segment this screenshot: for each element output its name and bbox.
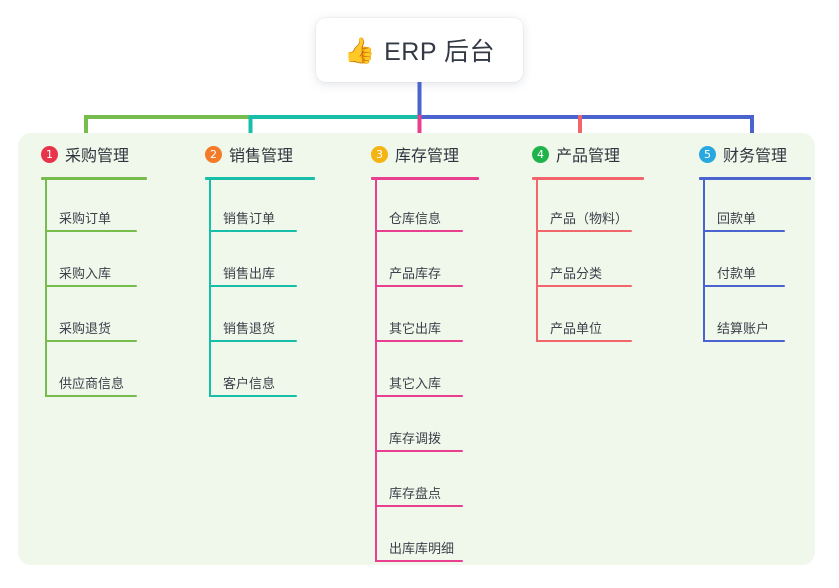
branch-header-5[interactable]: 5 财务管理	[699, 142, 787, 166]
branch-title: 产品管理	[556, 148, 621, 165]
branch-leaf-rule	[703, 230, 785, 232]
branch-leaf[interactable]: 客户信息	[209, 369, 297, 397]
branch-title: 财务管理	[723, 148, 788, 165]
branch-number-badge: 3	[371, 145, 388, 163]
branch-leaf-label: 产品（物料）	[550, 211, 629, 226]
branch-leaf-label: 库存调拨	[389, 431, 442, 446]
branch-leaf-label: 采购入库	[59, 266, 112, 281]
branch-spine	[703, 177, 705, 342]
branch-leaf[interactable]: 付款单	[703, 259, 785, 287]
branch-header-rule	[41, 177, 147, 180]
branch-leaf-label: 其它出库	[389, 321, 442, 336]
branch-leaf-label: 采购退货	[59, 321, 112, 336]
branch-column-2: 2 销售管理销售订单销售出库销售退货客户信息	[205, 133, 355, 565]
branch-spine	[375, 177, 377, 562]
branch-leaf-rule	[375, 450, 463, 452]
branch-leaf-rule	[45, 340, 137, 342]
branch-leaf-label: 销售出库	[223, 266, 276, 281]
branch-leaf-label: 供应商信息	[59, 376, 125, 391]
branch-leaf[interactable]: 其它入库	[375, 369, 463, 397]
branch-spine	[536, 177, 538, 342]
branch-leaf-rule	[209, 230, 297, 232]
root-node[interactable]: 👍 ERP 后台	[316, 18, 523, 82]
branch-leaf-rule	[536, 230, 632, 232]
branch-leaf[interactable]: 产品分类	[536, 259, 632, 287]
branch-leaf-rule	[375, 395, 463, 397]
branch-number-badge: 1	[41, 145, 58, 163]
branch-leaf-label: 客户信息	[223, 376, 276, 391]
branch-leaf-label: 仓库信息	[389, 211, 442, 226]
branch-leaf-rule	[45, 395, 137, 397]
branch-header-rule	[205, 177, 315, 180]
branch-column-4: 4 产品管理产品（物料） 产品分类产品单位	[532, 133, 684, 565]
branch-leaf-rule	[536, 285, 632, 287]
branch-leaf[interactable]: 产品单位	[536, 314, 632, 342]
branch-leaf[interactable]: 库存调拨	[375, 424, 463, 452]
branch-leaf[interactable]: 产品库存	[375, 259, 463, 287]
branch-title: 采购管理	[65, 148, 130, 165]
branch-leaf-label: 回款单	[717, 211, 757, 226]
branch-leaf-label: 销售退货	[223, 321, 276, 336]
branch-leaf-label: 销售订单	[223, 211, 276, 226]
branch-leaf[interactable]: 供应商信息	[45, 369, 137, 397]
branch-header-rule	[371, 177, 479, 180]
branch-spine	[45, 177, 47, 397]
diagram-panel	[18, 133, 815, 565]
branch-leaf-label: 出库库明细	[389, 541, 455, 556]
branch-header-3[interactable]: 3 库存管理	[371, 142, 459, 166]
root-node-label: ERP 后台	[384, 38, 496, 66]
branch-title: 库存管理	[395, 148, 460, 165]
branch-leaf-rule	[703, 340, 785, 342]
branch-leaf[interactable]: 销售退货	[209, 314, 297, 342]
branch-leaf-label: 结算账户	[717, 321, 770, 336]
branch-leaf[interactable]: 销售出库	[209, 259, 297, 287]
branch-number-badge: 4	[532, 145, 549, 163]
branch-leaf-rule	[209, 340, 297, 342]
branch-leaf-label: 产品分类	[550, 266, 603, 281]
branch-header-2[interactable]: 2 销售管理	[205, 142, 293, 166]
branch-leaf[interactable]: 采购退货	[45, 314, 137, 342]
branch-header-rule	[532, 177, 644, 180]
branch-leaf-label: 产品库存	[389, 266, 442, 281]
branch-leaf-rule	[375, 230, 463, 232]
branch-number-badge: 5	[699, 145, 716, 163]
branch-column-3: 3 库存管理仓库信息产品库存其它出库其它入库库存调拨库存盘点出库库明细	[371, 133, 519, 565]
branch-column-5: 5 财务管理回款单付款单结算账户	[699, 133, 839, 565]
branch-leaf[interactable]: 其它出库	[375, 314, 463, 342]
branch-leaf-rule	[375, 285, 463, 287]
branch-leaf-rule	[375, 505, 463, 507]
branch-header-4[interactable]: 4 产品管理	[532, 142, 620, 166]
branch-leaf[interactable]: 出库库明细	[375, 534, 463, 562]
branch-leaf-rule	[45, 230, 137, 232]
branch-leaf[interactable]: 销售订单	[209, 204, 297, 232]
thumbs-up-icon: 👍	[343, 35, 376, 65]
branch-column-1: 1 采购管理采购订单采购入库采购退货供应商信息	[41, 133, 187, 565]
branch-leaf[interactable]: 仓库信息	[375, 204, 463, 232]
branch-header-1[interactable]: 1 采购管理	[41, 142, 129, 166]
branch-leaf[interactable]: 产品（物料）	[536, 204, 632, 232]
branch-leaf-rule	[375, 340, 463, 342]
branch-leaf-label: 产品单位	[550, 321, 603, 336]
branch-leaf-label: 付款单	[717, 266, 757, 281]
branch-spine	[209, 177, 211, 397]
branch-leaf-rule	[536, 340, 632, 342]
branch-leaf-rule	[45, 285, 137, 287]
branch-leaf[interactable]: 采购入库	[45, 259, 137, 287]
branch-leaf[interactable]: 采购订单	[45, 204, 137, 232]
branch-leaf-label: 库存盘点	[389, 486, 442, 501]
branch-leaf[interactable]: 结算账户	[703, 314, 785, 342]
branch-header-rule	[699, 177, 811, 180]
branch-leaf[interactable]: 库存盘点	[375, 479, 463, 507]
branch-leaf-rule	[375, 560, 463, 562]
branch-leaf-rule	[209, 395, 297, 397]
branch-leaf-label: 其它入库	[389, 376, 442, 391]
branch-number-badge: 2	[205, 145, 222, 163]
branch-leaf[interactable]: 回款单	[703, 204, 785, 232]
branch-leaf-rule	[209, 285, 297, 287]
branch-title: 销售管理	[229, 148, 294, 165]
branch-leaf-rule	[703, 285, 785, 287]
branch-leaf-label: 采购订单	[59, 211, 112, 226]
